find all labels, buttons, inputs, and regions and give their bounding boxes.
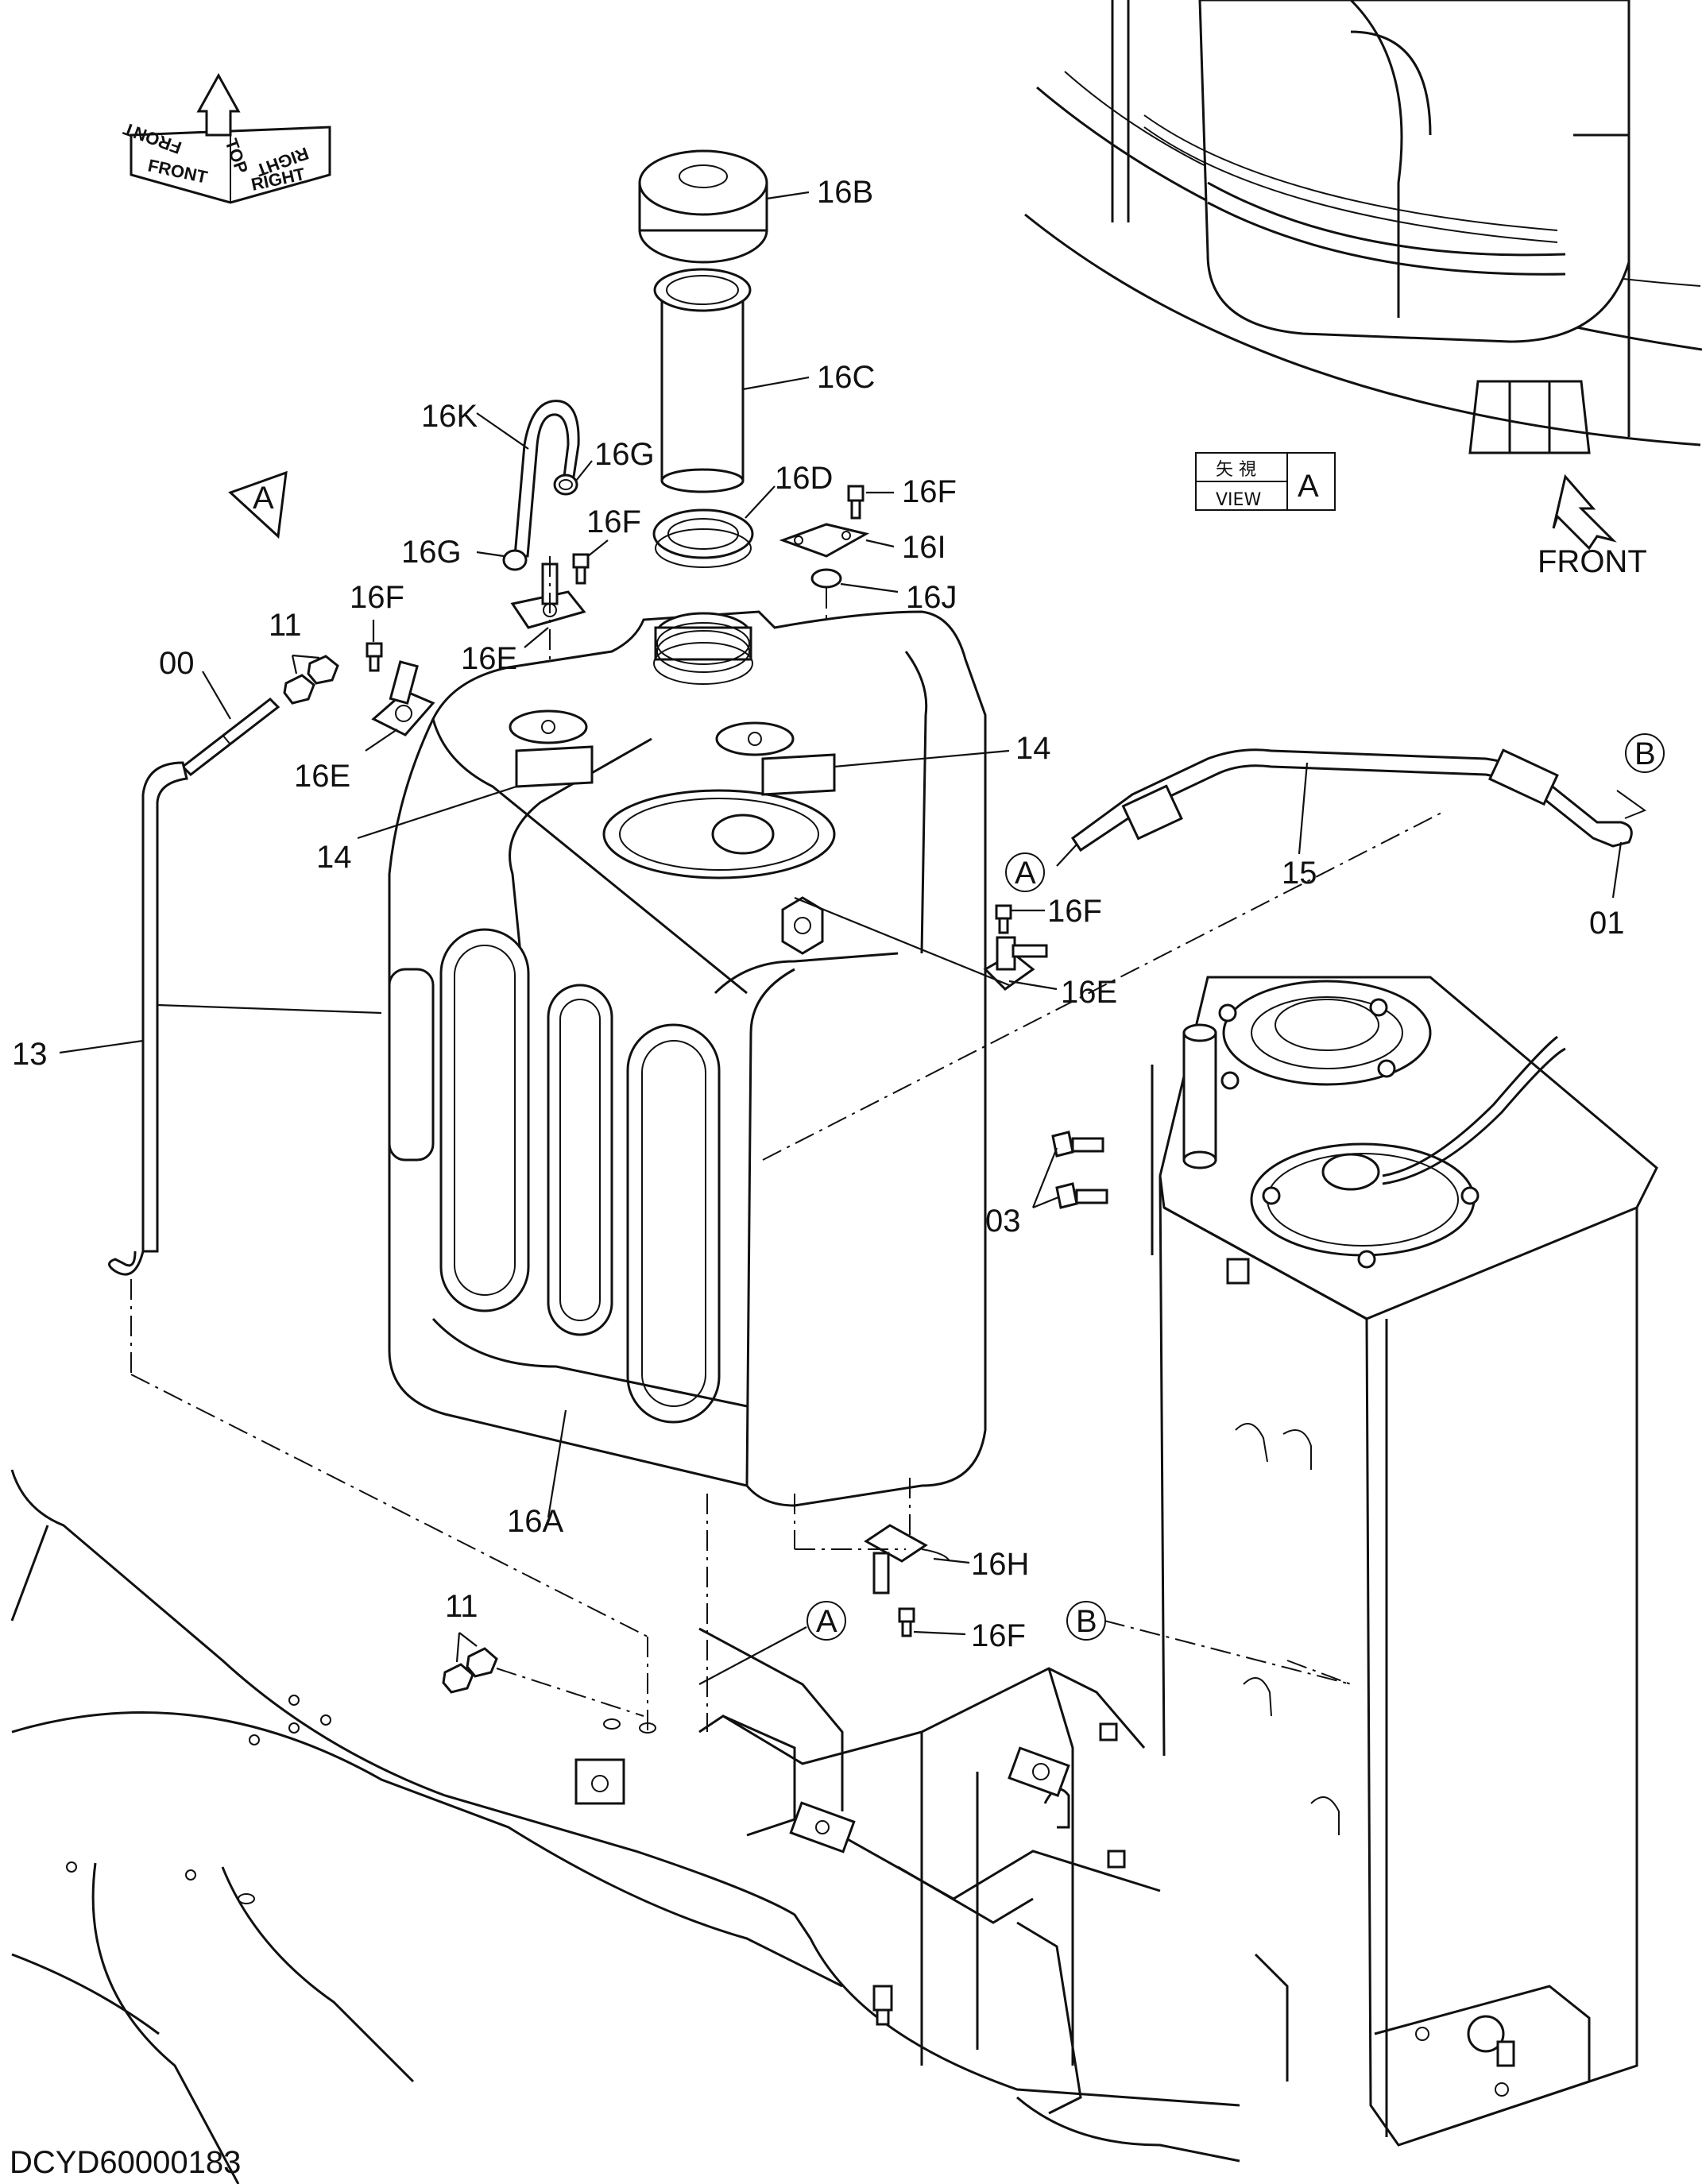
part-16F-bolt-3: [366, 620, 383, 672]
ref-marker-a-lower-label: A: [816, 1604, 837, 1639]
label-16A: 16A: [507, 1504, 563, 1539]
label-16F-5: 16F: [971, 1618, 1026, 1653]
label-13: 13: [12, 1037, 48, 1072]
part-16E-fitting-upper: [510, 556, 586, 719]
ref-marker-b-lower-label: B: [1076, 1604, 1097, 1639]
label-11-lower: 11: [445, 1589, 478, 1624]
phantom-lines: [130, 810, 1447, 1732]
label-16I: 16I: [902, 530, 946, 565]
label-11-upper: 11: [269, 608, 302, 643]
part-14-band-left: [357, 785, 517, 840]
label-16E-right: 16E: [1061, 975, 1117, 1010]
label-16K: 16K: [421, 399, 478, 434]
part-16F-bolt-1: [847, 485, 894, 520]
part-16F-bolt-2: [572, 539, 609, 585]
view-box-letter: A: [1298, 469, 1319, 504]
part-13-line: [59, 761, 382, 1276]
part-16F-bolt-5: [898, 1607, 966, 1637]
label-16G-left: 16G: [401, 535, 462, 570]
part-15-line: [1056, 748, 1647, 899]
ref-marker-b-upper-label: B: [1634, 736, 1656, 771]
part-16F-bolt-4: [995, 904, 1045, 934]
label-16E-left: 16E: [294, 759, 350, 794]
label-01: 01: [1589, 906, 1625, 941]
part-16D-gasket: [652, 485, 776, 568]
part-16K-hose: [476, 400, 580, 558]
part-03-bolts: [1031, 1131, 1108, 1209]
ref-marker-a-upper-label: A: [1015, 856, 1036, 891]
view-box-en: VIEW: [1216, 490, 1261, 510]
part-14-band-right: [834, 749, 1010, 768]
part-16C-strainer: [653, 268, 810, 493]
label-03: 03: [985, 1204, 1021, 1239]
drawing-id: DCYD60000183: [10, 2145, 241, 2180]
part-16I-plate: [779, 523, 895, 558]
view-arrow-a-label: A: [253, 481, 274, 516]
ref-marker-b-lower: B: [1066, 1601, 1352, 1685]
part-11-nuts-lower: [442, 1632, 498, 1694]
label-14-right: 14: [1015, 731, 1051, 766]
ref-marker-b-upper: B: [1625, 733, 1665, 773]
label-16C: 16C: [817, 360, 875, 395]
part-16G-clamp-left: [476, 549, 528, 571]
view-a-inset: [1024, 0, 1702, 454]
label-15: 15: [1282, 856, 1317, 891]
label-16B: 16B: [817, 175, 873, 210]
part-00-hose-end: [180, 671, 280, 776]
part-16B-cap: [638, 149, 810, 264]
part-11-nuts-upper: [283, 654, 339, 705]
view-a-label-box: 矢 視 VIEW A: [1195, 452, 1336, 511]
upper-frame: [10, 1469, 1591, 2184]
hydraulic-oil-tank: [1151, 976, 1658, 2147]
front-arrow: FRONT: [1538, 474, 1647, 579]
label-00: 00: [159, 646, 195, 681]
part-16A-fuel-tank: [388, 610, 987, 1518]
label-16E-upper: 16E: [461, 641, 517, 676]
label-16J: 16J: [906, 580, 957, 615]
label-14-left: 14: [316, 840, 352, 875]
part-16E-fitting-right: [983, 936, 1058, 991]
label-16G-top: 16G: [594, 437, 655, 472]
label-16D: 16D: [775, 461, 833, 496]
front-arrow-label: FRONT: [1538, 544, 1647, 579]
label-16F-3: 16F: [350, 580, 404, 615]
label-16F-2: 16F: [586, 504, 641, 539]
ref-marker-a-lower: A: [698, 1601, 846, 1685]
label-16H: 16H: [971, 1547, 1029, 1582]
part-16E-fitting-left: [365, 660, 435, 752]
label-16F-4: 16F: [1047, 894, 1102, 929]
orientation-icon: FRONT TOP RIGHT FRONT RIGHT: [120, 72, 331, 204]
view-arrow-a: A: [228, 470, 288, 539]
ref-marker-a-upper: A: [1005, 852, 1045, 892]
view-box-jp: 矢 視: [1216, 460, 1256, 480]
label-16F-1: 16F: [902, 474, 957, 509]
part-16H-drain: [864, 1524, 970, 1595]
part-16G-clamp-top: [553, 460, 593, 496]
